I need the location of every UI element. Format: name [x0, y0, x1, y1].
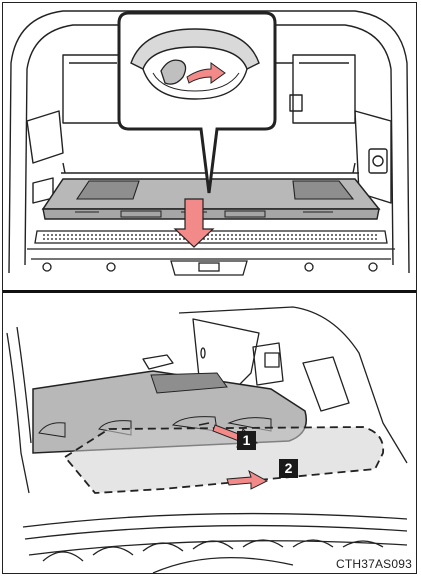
illustration-frame: 1 2 CTH37AS093 [2, 2, 417, 574]
bottom-illustration: 1 2 [3, 293, 416, 573]
step-1-badge: 1 [237, 431, 256, 450]
top-illustration [3, 3, 416, 290]
target-position-outline [65, 427, 383, 493]
step-2-badge: 2 [279, 459, 298, 478]
cargo-area-rear-view [3, 3, 416, 290]
cargo-area-side-view [3, 293, 416, 573]
figure-code: CTH37AS093 [336, 557, 412, 571]
zoom-callout [119, 13, 275, 193]
